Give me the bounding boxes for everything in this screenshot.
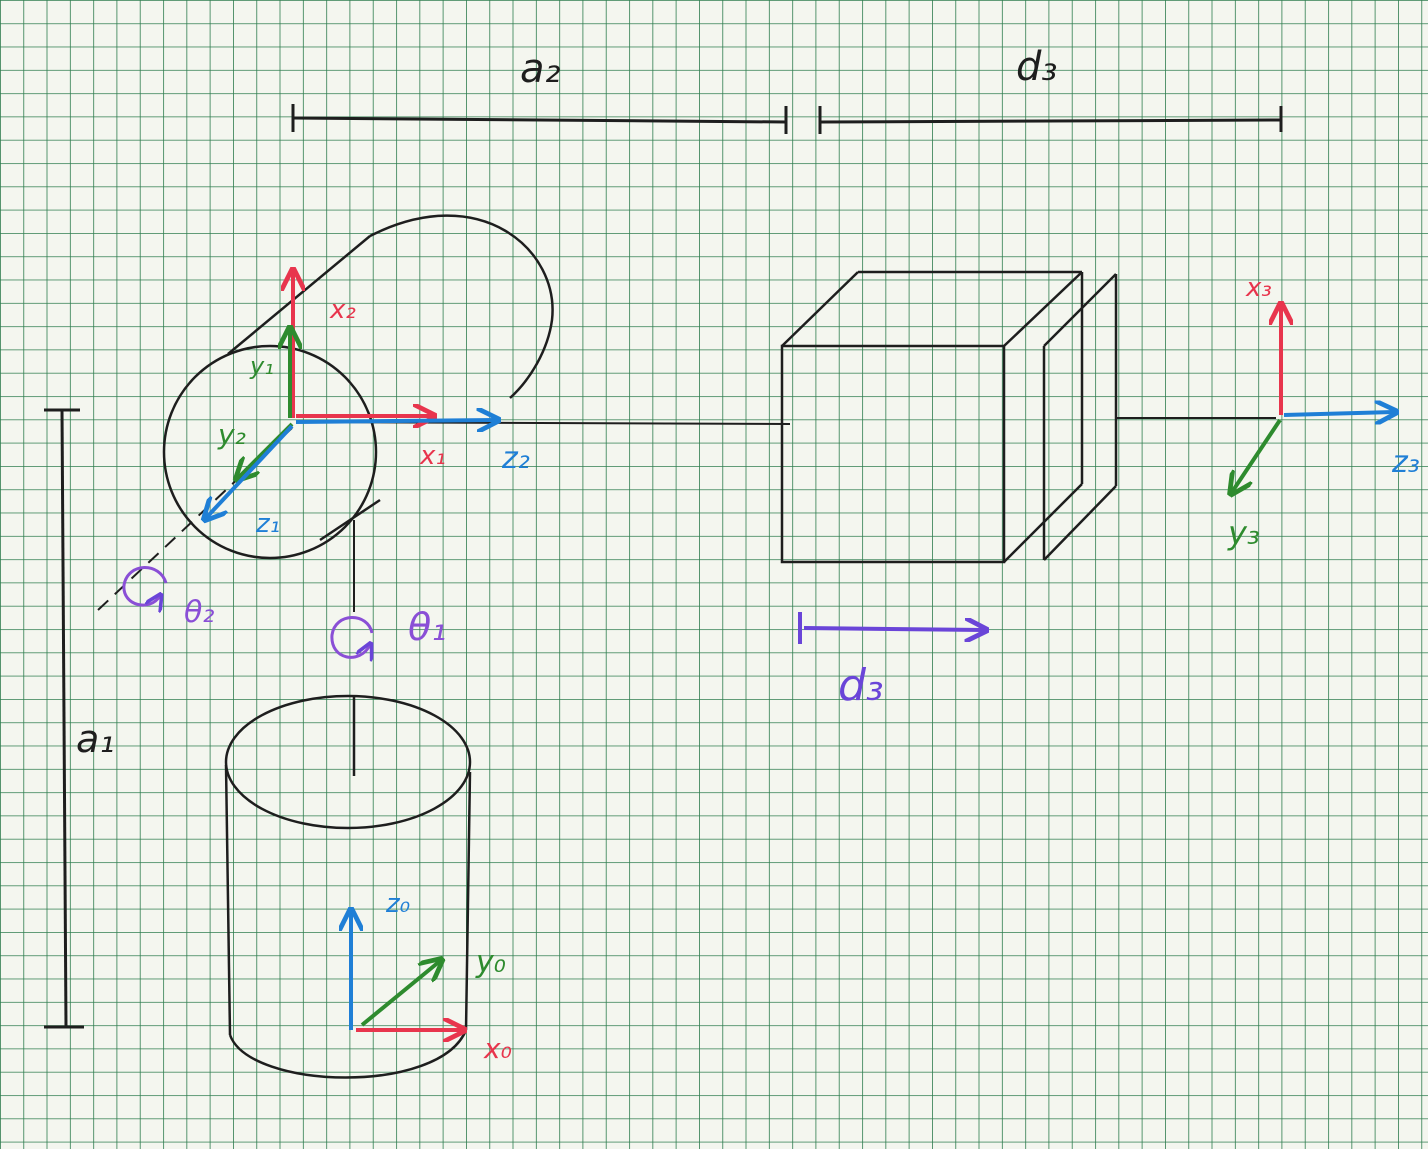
theta1-rotation-icon xyxy=(330,616,374,657)
label-z3: z₃ xyxy=(1391,445,1420,480)
dimension-d3-top xyxy=(818,106,1283,134)
prismatic-block xyxy=(780,270,1276,564)
label-a2: a₂ xyxy=(520,46,561,92)
label-theta1: θ₁ xyxy=(408,605,446,649)
label-x0: x₀ xyxy=(483,1032,512,1065)
y0-axis xyxy=(360,961,440,1027)
frame-0 xyxy=(351,912,462,1030)
base-cylinder xyxy=(224,520,472,1079)
dimension-a1 xyxy=(44,408,84,1029)
frame-3 xyxy=(1232,306,1394,492)
label-d3-joint: d₃ xyxy=(838,660,884,711)
frame-1-2 xyxy=(206,272,496,518)
y3-axis xyxy=(1232,418,1282,492)
label-y2: y₂ xyxy=(217,418,246,451)
label-x2: x₂ xyxy=(329,295,356,325)
label-y3: y₃ xyxy=(1227,514,1260,552)
label-z0: z₀ xyxy=(385,889,411,919)
label-z1: z₁ xyxy=(255,509,280,539)
label-y0: y₀ xyxy=(475,945,506,980)
label-theta2: θ₂ xyxy=(184,595,214,630)
label-d3-top: d₃ xyxy=(1016,44,1057,90)
d3-joint-arrow xyxy=(798,612,984,644)
label-x1: x₁ xyxy=(419,441,446,471)
z1-axis xyxy=(206,424,294,518)
z2-axis xyxy=(295,420,496,422)
theta2-rotation-icon xyxy=(122,566,168,605)
label-a1: a₁ xyxy=(76,717,115,761)
dimension-a2 xyxy=(291,104,788,134)
label-x3: x₃ xyxy=(1245,273,1272,303)
label-z2: z₂ xyxy=(501,441,530,476)
label-y1: y₁ xyxy=(249,352,274,380)
z3-axis xyxy=(1283,412,1394,415)
